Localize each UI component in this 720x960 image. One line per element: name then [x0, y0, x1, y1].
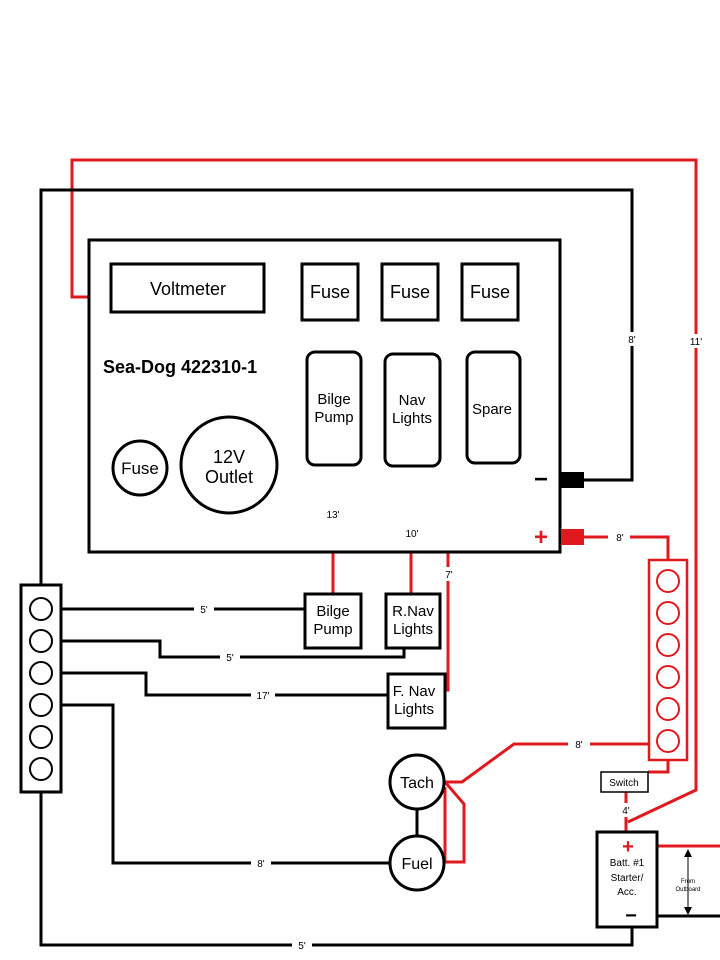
wire-bottom-ground [39, 792, 634, 947]
wire-bus-fnav [62, 671, 388, 697]
12v-outlet [179, 415, 279, 515]
battery-switch [600, 771, 649, 793]
switch-label: Switch [609, 778, 638, 789]
wire-negative-frame [39, 188, 634, 585]
battery-line2: Starter/ [611, 873, 644, 884]
length-fuel-gnd: 8' [257, 859, 265, 870]
f-nav-line1: F. Nav [393, 683, 436, 700]
nav-switch-line1: Nav [399, 392, 426, 409]
wire-bus-rnav [62, 639, 406, 659]
fuse-1-label: Fuse [310, 282, 350, 302]
bilge-pump-line2: Pump [313, 621, 352, 638]
bilge-pump [303, 592, 363, 650]
fuse-3-label: Fuse [470, 282, 510, 302]
from-outboard-line2: Outboard [675, 887, 700, 893]
fuse-2 [380, 262, 440, 322]
bilge-switch-line1: Bilge [317, 391, 350, 408]
length-nav-run: 10' [405, 529, 418, 540]
bus-terminal [29, 725, 53, 749]
fuel-gauge [388, 834, 446, 892]
bus-terminal [29, 757, 53, 781]
fuse-1 [300, 262, 360, 322]
from-outboard-line1: From [681, 879, 695, 885]
r-nav-lights [384, 592, 442, 650]
nav-switch-line2: Lights [392, 410, 432, 427]
bus-terminal [656, 633, 680, 657]
positive-terminal [561, 529, 584, 545]
voltmeter [109, 262, 266, 314]
nav-lights-switch [383, 352, 442, 468]
panel-positive-symbol: + [534, 524, 548, 551]
f-nav-line2: Lights [394, 701, 434, 718]
negative-wires [39, 188, 720, 947]
fuse-3 [460, 262, 520, 322]
bus-terminal [656, 665, 680, 689]
bus-terminal [29, 661, 53, 685]
bus-terminal [29, 629, 53, 653]
f-nav-lights [386, 672, 447, 730]
arrow-up-icon [684, 849, 692, 857]
battery-positive-symbol: + [622, 836, 634, 858]
length-fnav-run: 7' [445, 570, 453, 581]
bilge-switch-line2: Pump [314, 409, 353, 426]
spare-switch [465, 350, 522, 465]
negative-bus-bar [19, 583, 63, 794]
fuse-4-label: Fuse [121, 459, 159, 478]
length-bus-fnav: 17' [256, 691, 269, 702]
voltmeter-label: Voltmeter [150, 279, 226, 299]
tach-label: Tach [400, 775, 434, 792]
length-bottom-gnd: 5' [298, 941, 306, 952]
length-bus-bilge: 5' [200, 605, 208, 616]
wire-voltmeter-battery [70, 158, 698, 824]
wire-bus-switch [648, 760, 670, 774]
length-red-volt: 11' [690, 337, 702, 348]
r-nav-line1: R.Nav [392, 603, 434, 620]
outlet-line2: Outlet [205, 467, 253, 487]
negative-terminal [561, 472, 584, 488]
fuse-4 [111, 439, 169, 497]
bus-terminal [656, 569, 680, 593]
bus-terminal [656, 601, 680, 625]
battery-line3: Acc. [617, 887, 636, 898]
wire-length-labels: 8' 11' 8' 13' 10' 7' 5' 5' 17' 8' 4' 8' … [194, 332, 708, 952]
bus-terminal [656, 729, 680, 753]
battery-negative-symbol: − [625, 905, 637, 927]
battery-1 [595, 830, 659, 929]
battery-line1: Batt. #1 [610, 858, 645, 869]
panel-model-label: Sea-Dog 422310-1 [103, 357, 257, 377]
bilge-pump-line1: Bilge [316, 603, 349, 620]
positive-bus-outline [647, 558, 689, 762]
length-neg-panel: 8' [628, 335, 636, 346]
spare-switch-label: Spare [472, 401, 512, 418]
switch-panel: Voltmeter Fuse Fuse Fuse Sea-Dog 422310-… [87, 238, 584, 554]
wire-bus-fuel [62, 703, 390, 865]
length-switch-batt: 4' [622, 806, 630, 817]
length-bus-rnav: 5' [226, 653, 234, 664]
fuse-2-label: Fuse [390, 282, 430, 302]
fuel-label: Fuel [401, 856, 432, 873]
panel-negative-symbol: − [534, 466, 548, 493]
positive-bus-bar [647, 558, 689, 762]
outlet-line1: 12V [213, 447, 245, 467]
bus-terminal [29, 597, 53, 621]
bilge-pump-switch [305, 350, 363, 467]
bus-terminal [29, 693, 53, 717]
wire-tach-fuel [443, 781, 466, 864]
devices: Bilge Pump R.Nav Lights F. Nav Lights Ta… [303, 592, 701, 929]
arrow-down-icon [684, 907, 692, 915]
bus-terminal [656, 697, 680, 721]
r-nav-line2: Lights [393, 621, 433, 638]
length-bilge-run: 13' [326, 510, 339, 521]
tach-gauge [388, 753, 446, 811]
length-pos-panel: 8' [616, 533, 624, 544]
length-tach-red: 8' [575, 740, 583, 751]
